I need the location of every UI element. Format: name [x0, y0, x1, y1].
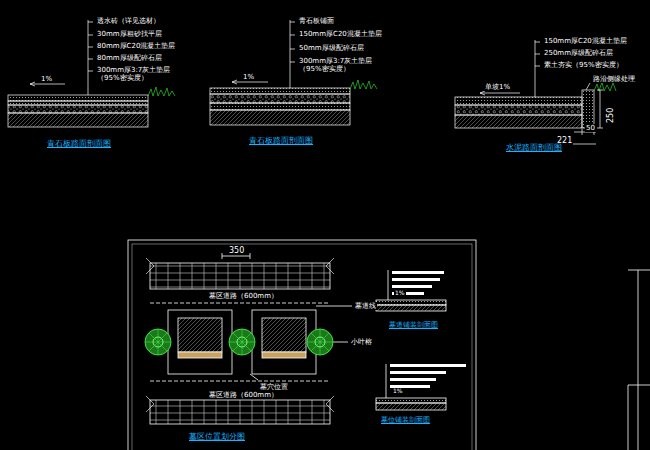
layer-note: 50mm厚级配碎石层 [298, 44, 365, 52]
layer-note: 素土夯实（95%密实度） [543, 61, 624, 69]
slope: 1% [40, 75, 53, 83]
plan-label: 墓穴位置 [259, 383, 289, 391]
dimension: 50 [585, 124, 596, 132]
layer-note: 150mm厚C20混凝土垫层 [543, 37, 628, 45]
dimension: 250 [606, 107, 615, 124]
text-bars [390, 271, 466, 388]
trees [145, 329, 333, 355]
layer-note: 80mm厚级配碎石层 [96, 54, 163, 62]
section-title: 墓道铺装剖面图 [388, 321, 439, 329]
layer-note: 250mm厚级配碎石层 [543, 49, 614, 57]
plan-panel [128, 240, 650, 450]
plan-label: 墓区道路（600mm） [208, 391, 279, 399]
layer-note: 150mm厚C20混凝土垫层 [298, 30, 383, 38]
plan-label: 墓道线 [354, 302, 377, 310]
layer-note: 透水砖（详见选材） [96, 17, 161, 25]
slope: 1% [394, 290, 406, 297]
section-title: 水泥路面剖面图 [505, 143, 563, 152]
layer-note: 路沿侧缘处理 [592, 75, 636, 83]
slope: 1% [242, 73, 255, 81]
dimension: 350 [228, 246, 245, 255]
section-title: 墓位铺装剖面图 [380, 416, 431, 424]
section-title: 青石板路面剖面图 [46, 139, 112, 148]
plan-label: 小叶榕 [350, 338, 373, 346]
layer-note: 300mm厚3:7灰土垫层（95%密实度） [298, 57, 382, 73]
section-title: 墓区位置划分图 [188, 432, 246, 441]
layer-note: 30mm厚粗砂找平层 [96, 30, 163, 38]
plan-label: 墓区道路（600mm） [208, 292, 279, 300]
slope: 单坡1% [484, 83, 511, 91]
layer-note: 青石板铺面 [298, 17, 335, 25]
section-3 [455, 40, 616, 144]
section-title: 青石板路面剖面图 [248, 136, 314, 145]
slope: 1% [392, 388, 404, 395]
layer-note: 80mm厚C20混凝土垫层 [96, 42, 176, 50]
layer-note: 300mm厚3:7灰土垫层（95%密实度） [96, 66, 178, 82]
